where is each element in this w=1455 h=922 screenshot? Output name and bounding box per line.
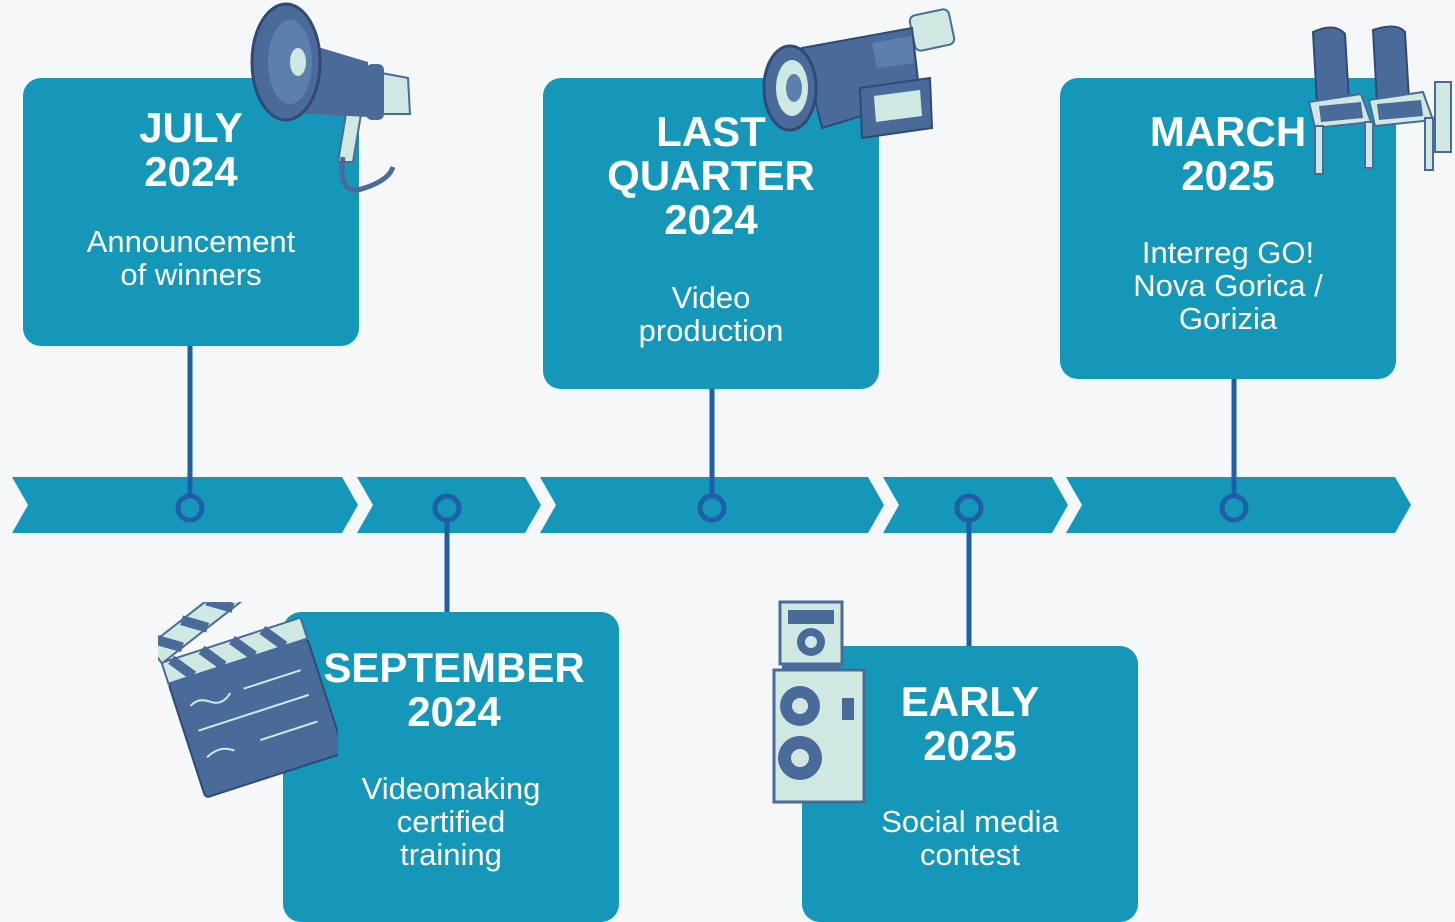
milestone-description: Announcement of winners	[23, 225, 359, 291]
milestone-description: Video production	[543, 281, 879, 347]
date-line: LAST	[656, 108, 766, 155]
date-line: JULY	[139, 104, 243, 151]
desc-line: Social media	[881, 804, 1059, 839]
desc-line: production	[638, 313, 784, 348]
milestone-march-2025: MARCH 2025 Interreg GO! Nova Gorica / Go…	[1060, 78, 1396, 379]
connector-node	[175, 493, 205, 523]
video-camera-icon	[762, 8, 956, 140]
desc-line: of winners	[120, 257, 262, 292]
milestone-date: EARLY 2025	[802, 680, 1138, 768]
date-line: MARCH	[1149, 108, 1307, 155]
milestone-july-2024: JULY 2024 Announcement of winners	[23, 78, 359, 346]
date-line: 2024	[407, 688, 501, 735]
milestone-september-2024: SEPTEMBER 2024 Videomaking certified tra…	[283, 612, 619, 922]
connector-node	[697, 493, 727, 523]
connector-node	[954, 493, 984, 523]
date-line: QUARTER	[607, 152, 815, 199]
date-line: SEPTEMBER	[323, 644, 585, 691]
desc-line: contest	[920, 837, 1020, 872]
connector-node	[1219, 493, 1249, 523]
desc-line: certified	[396, 804, 506, 839]
desc-line: Nova Gorica /	[1133, 268, 1323, 303]
desc-line: Announcement	[86, 224, 296, 259]
milestone-description: Social media contest	[802, 805, 1138, 871]
date-line: 2024	[144, 148, 238, 195]
milestone-date: JULY 2024	[23, 106, 359, 194]
date-line: 2024	[664, 196, 758, 243]
megaphone-icon	[250, 2, 412, 193]
milestone-date: MARCH 2025	[1060, 110, 1396, 198]
desc-line: training	[400, 837, 502, 872]
connector-node	[432, 493, 462, 523]
milestone-date: SEPTEMBER 2024	[283, 646, 619, 734]
date-line: 2025	[923, 722, 1017, 769]
date-line: 2025	[1181, 152, 1275, 199]
cinema-seats-icon	[1307, 25, 1452, 175]
desc-line: Gorizia	[1178, 301, 1278, 336]
milestone-date: LAST QUARTER 2024	[543, 110, 879, 242]
milestone-description: Videomaking certified training	[283, 772, 619, 871]
desc-line: Videomaking	[361, 771, 541, 806]
speakers-icon	[772, 600, 866, 804]
milestone-description: Interreg GO! Nova Gorica / Gorizia	[1060, 236, 1396, 335]
desc-line: Interreg GO!	[1141, 235, 1315, 270]
milestone-last-quarter-2024: LAST QUARTER 2024 Video production	[543, 78, 879, 389]
desc-line: Video	[671, 280, 751, 315]
clapperboard-icon	[158, 602, 338, 798]
date-line: EARLY	[900, 678, 1040, 725]
